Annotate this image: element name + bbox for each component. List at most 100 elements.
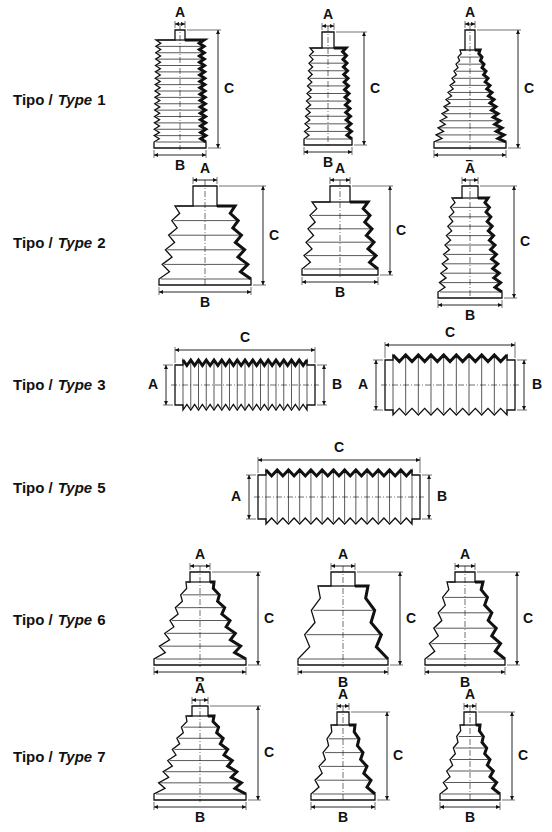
bellows-section (217, 206, 251, 279)
fold-line (183, 594, 218, 595)
type-label: Tipo / (12, 92, 54, 109)
fold-line (157, 78, 203, 79)
arrowhead (204, 698, 208, 702)
dimension-line (429, 475, 430, 519)
extension-line (246, 667, 247, 675)
type-label: Type (57, 377, 93, 394)
arrowhead (371, 805, 375, 809)
arrowhead (510, 796, 514, 800)
extension-line (322, 23, 323, 30)
fold-line (158, 52, 203, 53)
extension-line (217, 177, 218, 184)
dimension-letter: A (174, 5, 186, 20)
bellows-section (355, 586, 388, 659)
arrowhead (462, 178, 466, 182)
arrowhead (512, 294, 516, 298)
center-line (171, 385, 319, 386)
arrowhead (213, 178, 217, 182)
arrowhead (242, 805, 246, 809)
type-label: Tipo / (12, 749, 54, 766)
fold-line (157, 97, 203, 98)
dimension-letter: C (405, 611, 417, 626)
type-label: 6 (96, 612, 106, 629)
extension-line (507, 665, 520, 666)
dimension-letter: A (194, 681, 206, 696)
arrowhead (216, 30, 220, 34)
extension-line (476, 703, 477, 710)
arrowhead (256, 796, 260, 800)
type-label: Tipo / (12, 612, 54, 629)
arrowhead (302, 280, 306, 284)
dimension-line (258, 460, 420, 461)
arrowhead (164, 365, 168, 369)
dimension-line (376, 360, 377, 410)
dimension-letter: B (334, 285, 346, 300)
arrowhead (374, 360, 378, 364)
arrowhead (154, 153, 158, 157)
arrowhead (298, 670, 302, 674)
dimension-letter: A (334, 161, 346, 176)
extension-line (331, 563, 332, 570)
arrowhead (511, 343, 515, 347)
dimension-letter: C (519, 234, 531, 249)
extension-line (380, 275, 393, 276)
arrowhead (346, 178, 350, 182)
extension-line (388, 667, 389, 675)
extension-line (434, 150, 435, 158)
extension-line (193, 177, 194, 184)
extension-line (378, 277, 379, 285)
arrowhead (190, 564, 194, 568)
extension-line (515, 342, 516, 358)
dimension-line (434, 155, 506, 156)
arrowhead (256, 661, 260, 665)
extension-line (317, 405, 327, 406)
type-label: Type (57, 235, 93, 252)
fold-line (172, 620, 228, 621)
extension-line (304, 147, 305, 155)
fold-line (221, 362, 222, 408)
arrowhead (154, 670, 158, 674)
arrowhead (496, 805, 500, 809)
fold-line (312, 55, 345, 56)
arrowhead (465, 22, 469, 26)
fold-line (447, 245, 493, 246)
dimension-letter: A (357, 377, 369, 392)
extension-line (475, 563, 476, 570)
extension-line (500, 802, 501, 810)
extension-line (190, 563, 191, 570)
extension-line (251, 287, 252, 295)
dimension-letter: C (392, 748, 404, 763)
arrowhead (175, 22, 179, 26)
extension-line (334, 23, 335, 30)
extension-line (154, 667, 155, 675)
type-label: 2 (96, 235, 106, 252)
arrowhead (515, 572, 519, 576)
arrowhead (385, 796, 389, 800)
dimension-letter: C (517, 748, 529, 763)
arrowhead (427, 515, 431, 519)
dimension-line (518, 30, 519, 148)
dimension-line (524, 360, 525, 410)
arrowhead (416, 458, 420, 462)
extension-line (420, 457, 421, 473)
arrowhead (331, 564, 335, 568)
dimension-line (311, 807, 375, 808)
dimension-line (263, 186, 264, 285)
dimension-line (385, 345, 515, 346)
arrowhead (247, 290, 251, 294)
extension-line (154, 802, 155, 810)
center-line (470, 706, 471, 802)
fold-line (445, 782, 494, 783)
type-label: Type (57, 749, 93, 766)
extension-line (475, 21, 476, 28)
dimension-letter: B (531, 377, 543, 392)
dimension-line (175, 350, 315, 351)
extension-line (163, 405, 173, 406)
dimension-line (166, 365, 167, 405)
arrowhead (374, 280, 378, 284)
arrowhead (362, 32, 366, 36)
extension-line (352, 147, 353, 155)
dimension-line (258, 572, 259, 665)
arrowhead (501, 670, 505, 674)
bellows-section (475, 50, 506, 142)
